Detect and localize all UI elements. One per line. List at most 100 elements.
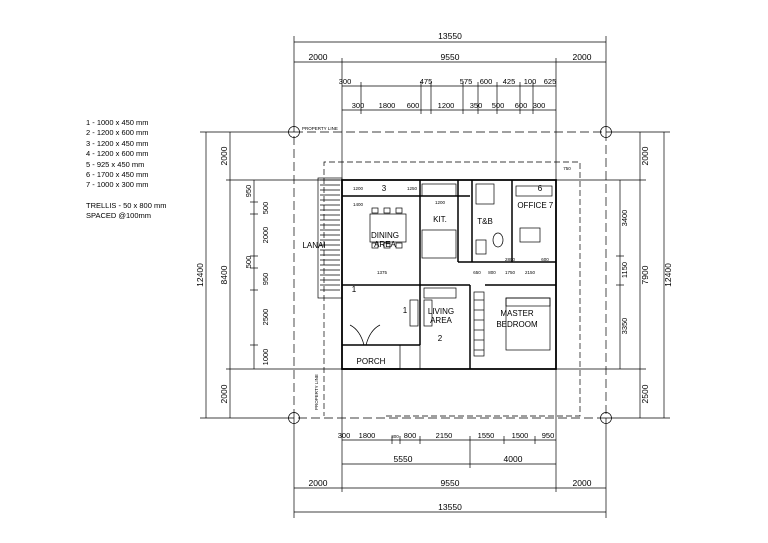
- inner-dim-label: 1400: [353, 202, 364, 207]
- dim-label: 8400: [219, 265, 229, 284]
- wardrobe: [473, 291, 485, 357]
- inner-dim-label: 1750: [505, 270, 516, 275]
- room-label-living: LIVING: [428, 307, 454, 316]
- legend-item: 7 - 1000 x 300 mm: [86, 180, 149, 190]
- room-label-lanai: LANAI: [302, 241, 325, 250]
- property-line: [293, 131, 607, 419]
- shower: [475, 183, 495, 205]
- dim-label: 2500: [261, 309, 270, 326]
- trellis-spacing-note: SPACED @100mm: [86, 211, 151, 221]
- room-label-master: MASTER: [500, 309, 534, 318]
- room-label-kitchen: KIT.: [433, 215, 447, 224]
- dim-label: 2000: [261, 227, 270, 244]
- inner-dim-label: 750: [563, 166, 571, 171]
- dim-label: 2000: [573, 52, 592, 62]
- porch-step: [399, 344, 421, 370]
- room-label-porch: PORCH: [357, 357, 386, 366]
- dim-label: 1200: [438, 101, 455, 110]
- dim-label: 1800: [359, 431, 376, 440]
- dim-label: 2500: [640, 384, 650, 403]
- dim-label: 500: [244, 256, 253, 269]
- room-label-dining: DINING: [371, 231, 399, 240]
- room-label-office: OFFICE: [517, 201, 546, 210]
- dim-label: 350: [470, 101, 483, 110]
- inner-dim-label: 650: [473, 270, 481, 275]
- office-chair: [519, 227, 541, 243]
- legend-item: 4 - 1200 x 600 mm: [86, 149, 149, 159]
- dim-label: 2000: [219, 146, 229, 165]
- dim-top-overall: 13550: [438, 31, 462, 41]
- kitchen-counter: [421, 183, 457, 197]
- inner-dim-label: 2150: [525, 270, 536, 275]
- trellis: [320, 179, 340, 291]
- legend-item: 6 - 1700 x 450 mm: [86, 170, 149, 180]
- porch-door-swing: [365, 324, 381, 346]
- dim-label: 300: [533, 101, 546, 110]
- dim-label: 1500: [512, 431, 529, 440]
- toilet: [492, 232, 504, 248]
- dim-label: 625: [544, 77, 557, 86]
- room-label-living: AREA: [430, 316, 452, 325]
- inner-dim-label: 2800: [505, 257, 516, 262]
- dim-label: 2150: [436, 431, 453, 440]
- inner-dim-label: 1200: [435, 200, 446, 205]
- dim-label: 2000: [640, 146, 650, 165]
- inner-dim-label: 1250: [407, 186, 418, 191]
- dim-label: 2000: [219, 384, 229, 403]
- dim-right-overall: 12400: [663, 263, 673, 287]
- porch-door-swing: [349, 324, 365, 346]
- dim-label: 2000: [309, 52, 328, 62]
- inner-dim-label: 800: [488, 270, 496, 275]
- property-line-label: PROPERTY LINE: [314, 374, 319, 410]
- property-line-label: PROPERTY LINE: [302, 126, 338, 131]
- dim-label: 3350: [620, 318, 629, 335]
- dim-label: 1550: [478, 431, 495, 440]
- legend-item: 3 - 1200 x 450 mm: [86, 138, 149, 148]
- dim-label: 425: [503, 77, 516, 86]
- window-schedule-legend: 1 - 1000 x 450 mm 2 - 1200 x 600 mm 3 - …: [86, 118, 166, 222]
- window-tag: 2: [438, 334, 443, 343]
- office-desk: [515, 185, 553, 197]
- dim-label: 7900: [640, 265, 650, 284]
- dim-label: 600: [480, 77, 493, 86]
- dim-label: 600: [515, 101, 528, 110]
- room-label-master: BEDROOM: [496, 320, 538, 329]
- sofa: [423, 287, 457, 299]
- room-label-dining: AREA: [374, 240, 396, 249]
- dim-label: 800: [404, 431, 417, 440]
- dining-table: [369, 213, 407, 243]
- legend-item: 1 - 1000 x 450 mm: [86, 118, 149, 127]
- dim-label: 9550: [441, 478, 460, 488]
- lanai-frame: [317, 177, 343, 299]
- dim-label: 950: [542, 431, 555, 440]
- dim-label: 3400: [620, 210, 629, 227]
- dim-label: 500: [492, 101, 505, 110]
- side-table: [409, 299, 419, 327]
- dim-label: 600: [407, 101, 420, 110]
- trellis-note: TRELLIS - 50 x 800 mm: [86, 200, 167, 210]
- dim-label: 1000: [261, 349, 270, 366]
- dim-label: 950: [244, 185, 253, 198]
- dim-label: 475: [420, 77, 433, 86]
- dim-label: 300: [338, 431, 351, 440]
- dim-label: 300: [339, 77, 352, 86]
- legend-item: 5 - 925 x 450 mm: [86, 159, 145, 169]
- dim-label: 300: [352, 101, 365, 110]
- window-tag: 3: [382, 184, 387, 193]
- dim-bottom-overall: 13550: [438, 502, 462, 512]
- window-tag: 1: [352, 285, 357, 294]
- dim-label: 500: [261, 202, 270, 215]
- window-tag: 6: [538, 184, 543, 193]
- sofa-side: [423, 299, 433, 327]
- dim-label: 950: [261, 273, 270, 286]
- setback-line: [323, 161, 581, 417]
- dim-label: 4000: [504, 454, 523, 464]
- sink: [475, 239, 487, 255]
- dim-label: 2000: [573, 478, 592, 488]
- dim-label: 1800: [379, 101, 396, 110]
- dim-label: 575: [460, 77, 473, 86]
- dim-label: 9550: [441, 52, 460, 62]
- inner-dim-label: 1375: [377, 270, 388, 275]
- dim-label: 1150: [620, 262, 629, 278]
